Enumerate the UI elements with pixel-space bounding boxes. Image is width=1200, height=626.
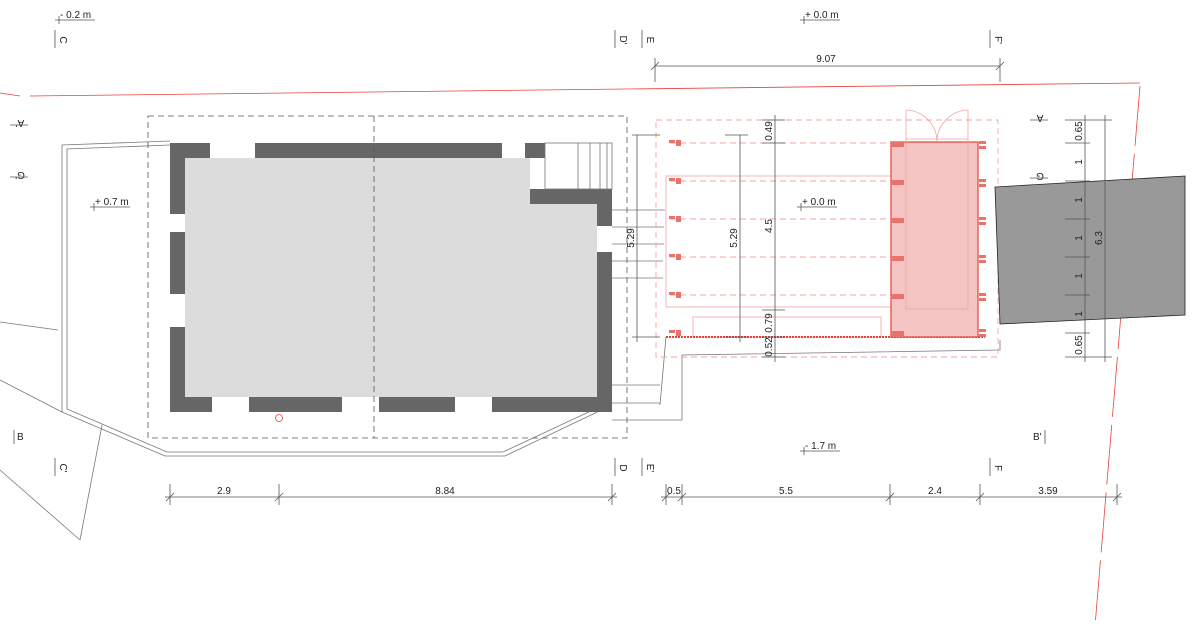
boundary-line-right bbox=[1094, 85, 1141, 626]
section-a-prime-left: A' bbox=[16, 117, 25, 128]
section-f-prime-top: F' bbox=[992, 36, 1003, 44]
dim-bottom-5: 2.4 bbox=[928, 486, 942, 497]
proposed-pavilion bbox=[655, 109, 999, 358]
level-markers: - 0.2 m + 0.0 m + 0.7 m + 0.0 m - 1.7 m bbox=[55, 10, 840, 455]
floor-area bbox=[185, 158, 597, 397]
neighbor-building bbox=[994, 175, 1186, 325]
level-top-left: - 0.2 m bbox=[60, 10, 91, 21]
boundary-line-top bbox=[29, 82, 1141, 97]
dim-right-5: 1 bbox=[1074, 273, 1085, 279]
dim-pavilion-depth: 5.29 bbox=[729, 228, 740, 248]
roof-outline bbox=[147, 115, 628, 439]
stairs bbox=[544, 142, 613, 190]
dim-inner-1: 0.49 bbox=[764, 121, 775, 141]
dim-stair-depth: 5.29 bbox=[626, 228, 637, 248]
dim-right-2: 1 bbox=[1074, 159, 1085, 165]
dim-right-3: 1 bbox=[1074, 197, 1085, 203]
section-g-right: G bbox=[1036, 170, 1044, 181]
dim-bottom-2: 8.84 bbox=[435, 486, 455, 497]
section-b-prime-right: B' bbox=[1033, 432, 1042, 443]
section-g-prime-left: G' bbox=[15, 169, 25, 180]
section-b-left: B bbox=[17, 432, 24, 443]
dim-right-7: 0.65 bbox=[1074, 335, 1085, 355]
section-d-bottom: D bbox=[617, 464, 628, 471]
tree-marker bbox=[275, 414, 283, 422]
dim-top-width: 9.07 bbox=[816, 54, 836, 65]
section-f-bottom: F bbox=[992, 465, 1003, 471]
section-markers: C D' E F' A' G' A G B B' C' D E' F bbox=[10, 30, 1048, 476]
level-pavilion: + 0.0 m bbox=[802, 197, 836, 208]
dim-right-4: 1 bbox=[1074, 235, 1085, 241]
dim-inner-4: 0.52 bbox=[764, 337, 775, 357]
dim-bottom-3: 0.5 bbox=[667, 486, 681, 497]
dim-bottom-4: 5.5 bbox=[779, 486, 793, 497]
dim-inner-3: 0.79 bbox=[764, 313, 775, 333]
dim-bottom-6: 3.59 bbox=[1038, 486, 1058, 497]
dim-right-6: 1 bbox=[1074, 311, 1085, 317]
section-d-prime-top: D' bbox=[617, 35, 628, 44]
dimension-lines bbox=[165, 58, 1122, 505]
level-left-yard: + 0.7 m bbox=[95, 197, 129, 208]
terrace-outline bbox=[0, 140, 613, 541]
section-e-top: E bbox=[644, 37, 655, 44]
section-c-prime-bottom: C' bbox=[57, 463, 68, 472]
section-a-right: A bbox=[1036, 112, 1043, 123]
ramp-lines bbox=[612, 209, 1001, 421]
dim-right-total: 6.3 bbox=[1094, 231, 1105, 245]
dim-right-1: 0.65 bbox=[1074, 121, 1085, 141]
dim-inner-2: 4.5 bbox=[764, 219, 775, 233]
door-swing bbox=[905, 109, 969, 143]
section-c-top: C bbox=[57, 36, 68, 43]
column-markers bbox=[669, 140, 986, 337]
boundary-line-left bbox=[0, 92, 21, 97]
existing-building bbox=[147, 115, 628, 439]
dim-bottom-1: 2.9 bbox=[217, 486, 231, 497]
level-top-right: + 0.0 m bbox=[805, 10, 839, 21]
level-bottom: - 1.7 m bbox=[805, 441, 836, 452]
section-e-prime-bottom: E' bbox=[644, 464, 655, 473]
proposal-volume bbox=[890, 141, 979, 338]
